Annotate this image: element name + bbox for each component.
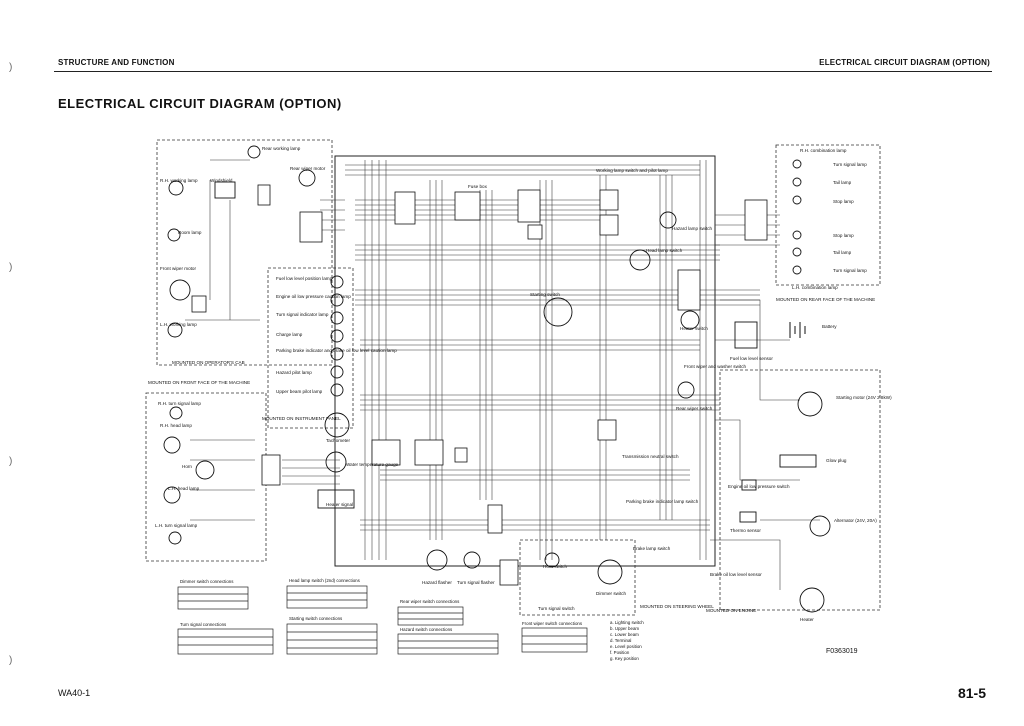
connection-tables [177,585,588,655]
label-brake-oil-sensor: Brake oil low level sensor [710,572,762,577]
label-starting-switch: Starting switch [530,292,560,297]
label-mounted-rear-face: MOUNTED ON REAR FACE OF THE MACHINE [776,297,875,302]
indicator-lamps [317,275,355,509]
table-title-hazard: Hazard switch connections [400,627,453,632]
label-hazard-lamp-switch: Hazard lamp switch [672,226,713,231]
label-charge-lamp: Charge lamp [276,332,303,337]
label-transmission-neutral-switch: Transmission neutral switch [622,454,679,459]
label-front-wiper-washer-switch: Front wiper and washer switch [684,364,746,369]
label-rh-head-lamp: R.H. head lamp [160,423,192,428]
label-heater-signal: Heater signal [326,502,353,507]
legend-item: c. Lower beam [610,632,639,637]
label-stop-lamp-l: Stop lamp [833,233,854,238]
label-fuel-level-sensor: Fuel low level sensor [730,356,773,361]
page-number: 81-5 [957,685,986,701]
loads [163,145,831,613]
label-tachometer: Tachometer [326,438,350,443]
label-rear-wiper-switch: Rear wiper switch [676,406,713,411]
connectors [191,184,768,586]
binding-mark: ) [9,62,13,73]
binding-mark: ) [9,262,13,273]
operator-cab-group [156,139,333,366]
label-parking-brake-indicator: Parking brake indicator and brake oil lo… [276,348,397,353]
binding-mark: ) [9,655,13,666]
label-engine-oil-pressure-switch: Engine oil low pressure switch [728,484,790,489]
engine-group [719,369,881,611]
label-lh-combination-lamp: L.H. combination lamp [792,285,838,290]
header-rule [54,71,992,72]
label-brake-lamp-switch: Brake lamp switch [633,546,671,551]
label-rear-wiper-motor: Rear wiper motor [290,166,326,171]
label-rh-combination-lamp: R.H. combination lamp [800,148,847,153]
table-title-front-wiper: Front wiper switch connections [522,621,583,626]
label-heater: Heater [800,617,814,622]
label-lh-turn-signal-lamp: L.H. turn signal lamp [155,523,198,528]
table-title-dimmer: Dimmer switch connections [180,579,234,584]
label-upper-beam-pilot-lamp: Upper beam pilot lamp [276,389,323,394]
steering-wheel-group [519,539,636,616]
label-alternator: Alternator (24V, 20A) [834,518,877,523]
battery-symbol [789,322,806,338]
label-tail-lamp-l: Tail lamp [833,250,852,255]
legend-item: e. Level position [610,644,642,649]
label-water-temp-gauge: Water temperature gauge [346,462,399,467]
table-title-rear-wiper: Rear wiper switch connections [400,599,460,604]
label-parking-brake-indicator-switch: Parking brake indicator lamp switch [626,499,699,504]
main-harness-frame [334,155,716,567]
table-title-turn-signal: Turn signal connections [180,622,227,627]
label-glow-plug: Glow plug [826,458,847,463]
label-front-wiper-motor: Front wiper motor [160,266,196,271]
label-turn-signal-indicator: Turn signal indicator lamp [276,312,329,317]
label-tail-lamp-r: Tail lamp [833,180,852,185]
label-turn-signal-lamp-r: Turn signal lamp [833,162,867,167]
wire-bundles [185,159,820,590]
label-head-lamp-switch: Head lamp switch [646,248,683,253]
legend-item: b. Upper beam [610,626,639,631]
label-rh-turn-signal-lamp: R.H. turn signal lamp [158,401,201,406]
label-horn-switch: Horn switch [543,564,567,569]
label-fuel-low-level: Fuel low level position lamp [276,276,333,281]
label-mounted-instrument-panel: MOUNTED ON INSTRUMENT PANEL [262,416,341,421]
label-mounted-front-face: MOUNTED ON FRONT FACE OF THE MACHINE [148,380,250,385]
legend-item: a. Lighting switch [610,620,644,625]
table-title-starting: Starting switch connections [289,616,343,621]
legend-item: g. Key position [610,656,639,661]
label-hazard-pilot-lamp: Hazard pilot lamp [276,370,312,375]
instrument-panel-group [267,267,354,429]
binding-mark: ) [9,456,13,467]
label-stop-lamp-r: Stop lamp [833,199,854,204]
label-engine-oil-low: Engine oil low pressure caution lamp [276,294,351,299]
label-mounted-engine: MOUNTED ON ENGINE [706,608,756,613]
figure-id: F0363019 [826,648,858,655]
label-turn-signal-flasher: Turn signal flasher [457,580,495,585]
label-thermo-sensor: Thermo sensor [730,528,761,533]
table-title-head-lamp: Head lamp switch (2nd) connections [289,578,361,583]
label-dimmer-switch: Dimmer switch [596,591,627,596]
front-face-group [145,392,267,562]
label-hazard-flasher: Hazard flasher [422,580,452,585]
label-horn: Horn [182,464,192,469]
label-windshield: Windshield [210,178,233,183]
header-chapter-title: ELECTRICAL CIRCUIT DIAGRAM (OPTION) [819,58,990,67]
label-heater-switch: Heater switch [680,326,708,331]
label-turn-signal-switch: Turn signal switch [538,606,575,611]
page-title: ELECTRICAL CIRCUIT DIAGRAM (OPTION) [58,96,342,111]
label-working-lamp-switch: Working lamp switch and pilot lamp [596,168,668,173]
label-fuse-box: Fuse box [468,184,488,189]
label-mounted-operator-cab: MOUNTED ON OPERATOR'S CAB [172,360,245,365]
label-rear-working-lamp: Rear working lamp [262,146,301,151]
label-rh-working-lamp: R.H. working lamp [160,178,198,183]
header-section-title: STRUCTURE AND FUNCTION [58,58,175,67]
label-starting-motor: Starting motor (24V 2.8kW) [836,395,892,400]
label-lh-head-lamp: L.H. head lamp [168,486,200,491]
label-battery: Battery [822,324,837,329]
label-mounted-steering-wheel: MOUNTED ON STEERING WHEEL [640,604,714,609]
footer-model: WA40-1 [58,688,91,698]
label-lh-working-lamp: L.H. working lamp [160,322,197,327]
label-room-lamp: Room lamp [178,230,202,235]
legend-item: d. Terminal [610,638,631,643]
legend-item: f. Position [610,650,630,655]
label-turn-signal-lamp-l: Turn signal lamp [833,268,867,273]
